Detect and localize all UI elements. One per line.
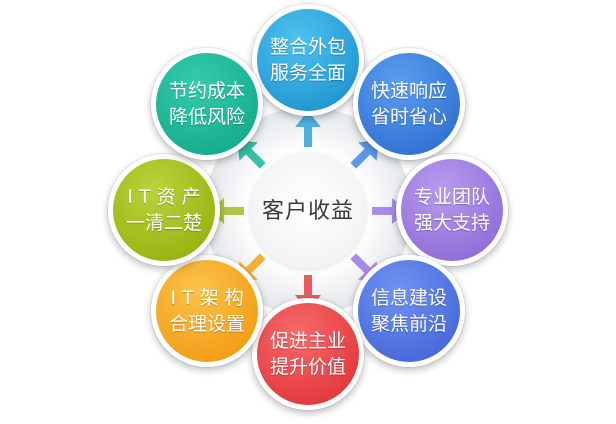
node-cost-saving-line2: 降低风险 <box>168 106 245 128</box>
node-professional-team-line2: 强大支持 <box>413 212 490 234</box>
arrow-fast-response <box>350 140 379 169</box>
node-professional-team[interactable]: 专业团队 强大支持 <box>396 154 508 266</box>
node-integration-line2: 服务全面 <box>269 62 346 84</box>
node-fast-response-line2: 省时省心 <box>370 106 447 128</box>
center-label: 客户收益 <box>261 199 354 224</box>
node-integration[interactable]: 整合外包 服务全面 <box>252 4 364 116</box>
node-it-assets[interactable]: I T 资 产 一清二楚 <box>108 154 220 266</box>
node-info-construction-line1: 信息建设 <box>370 287 447 309</box>
node-professional-team-line1: 专业团队 <box>413 186 490 208</box>
node-promote-business[interactable]: 促进主业 提升价值 <box>252 298 364 410</box>
node-fast-response[interactable]: 快速响应 省时省心 <box>353 48 465 160</box>
node-cost-saving-line1: 节约成本 <box>168 80 245 102</box>
node-integration-line1: 整合外包 <box>269 36 346 58</box>
node-it-architecture-line2: 合理设置 <box>168 313 245 335</box>
node-cost-saving[interactable]: 节约成本 降低风险 <box>151 48 263 160</box>
node-promote-business-line1: 促进主业 <box>269 330 346 352</box>
center-hub <box>250 153 366 269</box>
node-it-assets-line2: 一清二楚 <box>125 212 202 234</box>
node-fast-response-line1: 快速响应 <box>370 80 447 102</box>
node-promote-business-line2: 提升价值 <box>269 356 346 378</box>
node-info-construction-line2: 聚焦前沿 <box>370 313 447 335</box>
node-it-assets-line1: I T 资 产 <box>127 186 201 208</box>
node-it-architecture-line1: I T 架 构 <box>170 287 244 309</box>
arrow-integration <box>295 111 321 147</box>
arrow-cost-saving <box>237 140 266 169</box>
node-it-architecture[interactable]: I T 架 构 合理设置 <box>151 255 263 367</box>
node-info-construction[interactable]: 信息建设 聚焦前沿 <box>353 255 465 367</box>
